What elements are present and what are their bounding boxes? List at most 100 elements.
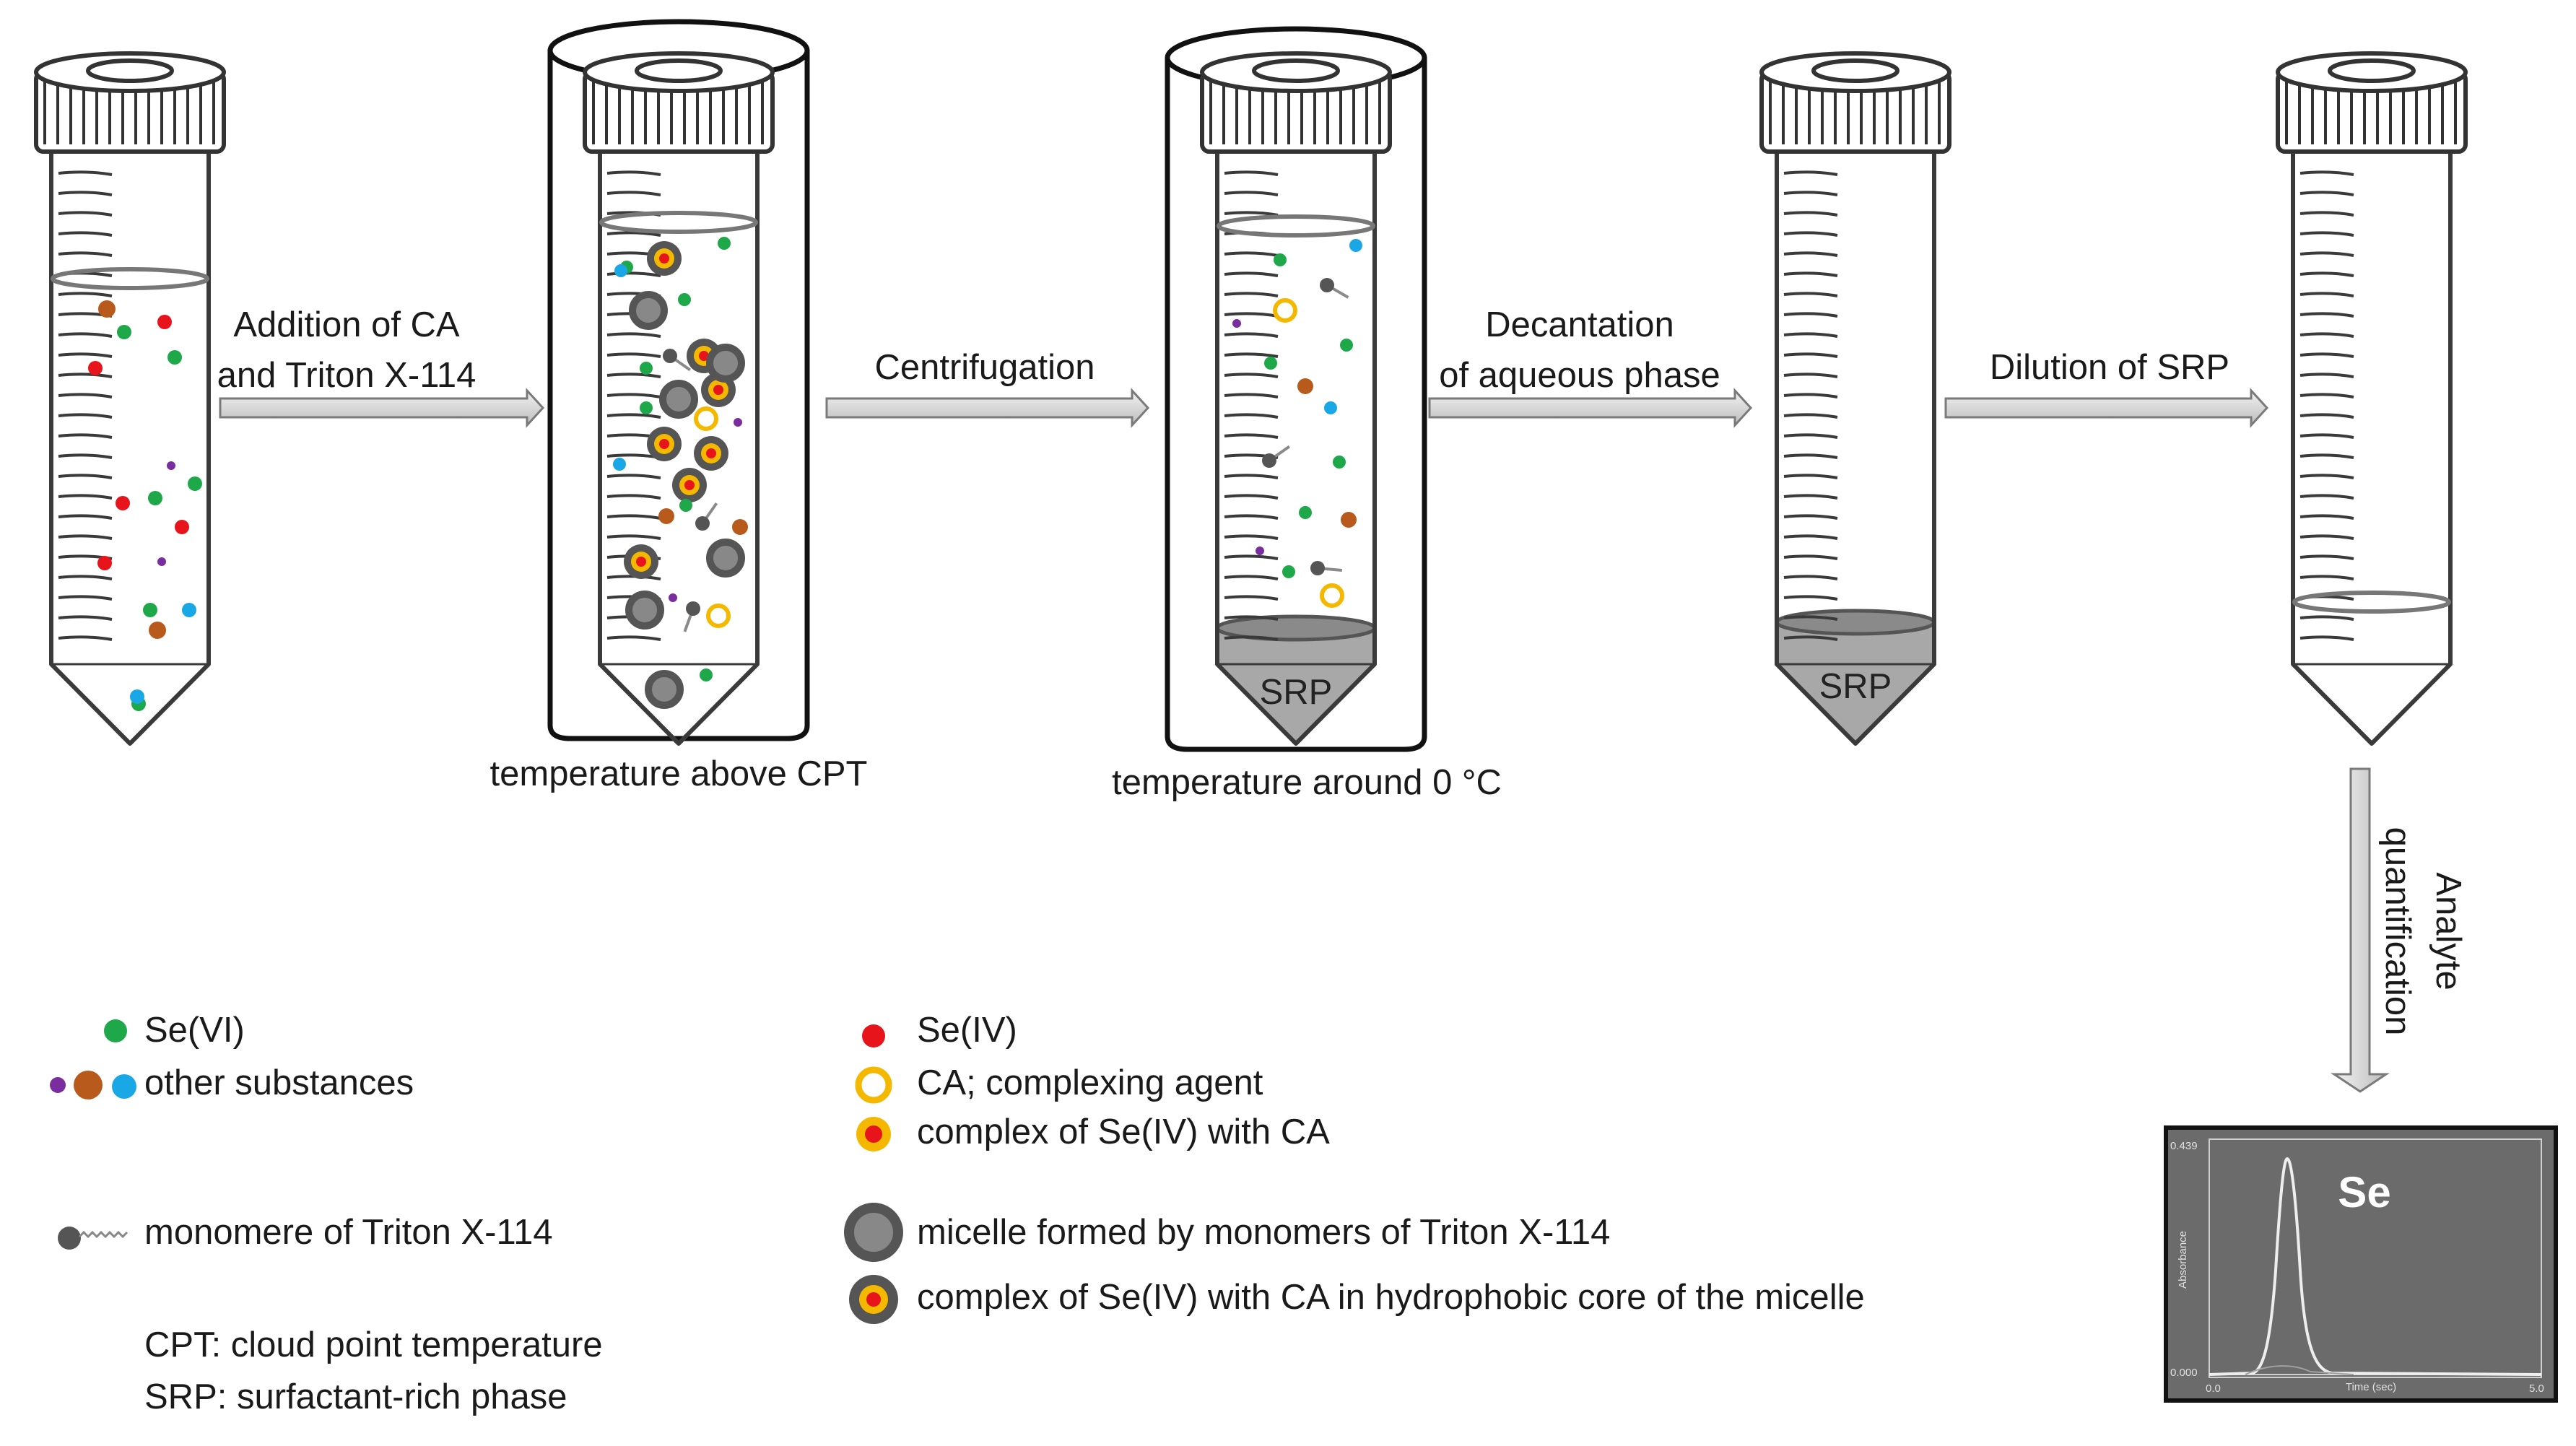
graduation-mark <box>58 191 113 196</box>
graduation-mark <box>1224 211 1279 217</box>
graduation-mark <box>1783 534 1838 540</box>
legend-other-purple-marker <box>50 1077 66 1093</box>
se-iv-particle <box>116 496 130 510</box>
legend-micelle-label: micelle formed by monomers of Triton X-1… <box>917 1213 1610 1252</box>
other-particle-orange <box>98 300 116 318</box>
chart-x-right-tick: 5.0 <box>2529 1382 2544 1395</box>
graduation-mark <box>2299 231 2354 237</box>
graduation-mark <box>58 575 113 580</box>
step-3-label-line2: of aqueous phase <box>1439 356 1720 395</box>
graduation-marks-3 <box>1224 170 1279 641</box>
graduation-mark <box>1783 615 1838 621</box>
graduation-mark <box>58 433 113 439</box>
tube-cap-1 <box>34 51 226 154</box>
tube-3 <box>1165 26 1427 752</box>
other-particle-purple <box>734 418 742 427</box>
se-vi-particle <box>679 499 692 512</box>
graduation-mark <box>1783 575 1838 580</box>
micelle-complex-core <box>699 351 709 361</box>
chart-x-axis-label: Time (sec) <box>2346 1381 2396 1393</box>
legend-se-iv-marker <box>862 1024 885 1048</box>
graduation-mark <box>2299 393 2354 398</box>
other-particle-orange <box>658 508 674 524</box>
legend-micelle-marker <box>844 1203 903 1262</box>
graduation-mark <box>2299 373 2354 378</box>
graduation-mark <box>58 474 113 479</box>
liquid-level-5 <box>2292 591 2451 614</box>
monomer-particle <box>1320 278 1334 292</box>
graduation-mark <box>2299 271 2354 277</box>
graduation-mark <box>58 514 113 520</box>
srp-label-tube-3: SRP <box>1260 673 1333 712</box>
graduation-mark <box>1783 251 1838 257</box>
other-particle-cyan <box>614 264 627 277</box>
legend: Se(VI) other substances monomere of Trit… <box>50 1011 1865 1416</box>
legend-monomer-marker <box>58 1227 129 1250</box>
se-vi-particle <box>678 293 691 306</box>
step-1-label-line1: Addition of CA <box>233 305 460 344</box>
arrow-step-1 <box>219 388 545 428</box>
legend-micelle-complex-marker <box>849 1275 898 1324</box>
graduation-mark <box>1783 494 1838 500</box>
srp-phase-3 <box>1217 628 1375 744</box>
graduation-mark <box>1224 271 1279 277</box>
se-vi-particle <box>640 362 653 375</box>
micelle-complex-core <box>713 385 723 395</box>
graduation-mark <box>2299 191 2354 196</box>
monomer-particle <box>663 349 677 363</box>
tube-4 <box>1759 51 1951 746</box>
quantification-label-line2: quantification <box>2378 827 2417 1036</box>
other-particle-orange <box>149 622 166 639</box>
graduation-mark <box>2299 292 2354 297</box>
graduation-mark <box>606 514 661 520</box>
monomer-particle <box>695 516 710 531</box>
tube-3-condition: temperature around 0 °C <box>1112 763 1502 802</box>
graduation-mark <box>1783 332 1838 338</box>
micelle-complex-core <box>659 439 669 449</box>
thermostat-bath-2 <box>547 51 810 741</box>
graduation-mark <box>1224 595 1279 601</box>
thermostat-bath-3 <box>1165 58 1427 752</box>
graduation-mark <box>58 393 113 398</box>
graduation-mark <box>2299 312 2354 318</box>
other-particle-cyan <box>130 689 144 704</box>
quantification-label-line1: Analyte <box>2429 872 2468 990</box>
graduation-mark <box>1224 332 1279 338</box>
graduation-mark <box>2299 170 2354 176</box>
micelle-particle <box>706 344 745 383</box>
se-vi-particle <box>1274 253 1287 266</box>
graduation-mark <box>2299 474 2354 479</box>
graduation-mark <box>2299 413 2354 419</box>
se-vi-particle <box>700 668 713 681</box>
legend-se-iv-label: Se(IV) <box>917 1011 1017 1050</box>
graduation-mark <box>58 292 113 297</box>
tube-2-condition: temperature above CPT <box>490 754 868 793</box>
tube-body-5 <box>2291 152 2453 746</box>
graduation-mark <box>1224 514 1279 520</box>
chart-y-axis-label: Absorbance <box>2177 1231 2189 1289</box>
tube-body-4 <box>1775 152 1936 746</box>
graduation-mark <box>2299 352 2354 358</box>
graduation-mark <box>606 534 661 540</box>
se-iv-particle <box>157 315 172 329</box>
graduation-mark <box>1783 453 1838 459</box>
se-vi-particle <box>1264 357 1277 370</box>
graduation-mark <box>1783 211 1838 217</box>
other-particle-orange <box>732 519 748 535</box>
other-particle-purple <box>1256 546 1264 555</box>
se-iv-particle <box>97 556 112 570</box>
ca-particle <box>706 604 731 628</box>
graduation-mark <box>1224 554 1279 560</box>
graduation-mark <box>1224 170 1279 176</box>
legend-monomer-label: monomere of Triton X-114 <box>144 1213 553 1252</box>
graduation-mark <box>58 352 113 358</box>
liquid-level-1 <box>51 267 209 290</box>
other-particle-orange <box>1297 378 1313 394</box>
micelle-complex-core <box>659 253 669 263</box>
graduation-mark <box>2299 494 2354 500</box>
ca-particle <box>1273 298 1297 323</box>
other-particle-purple <box>167 461 175 470</box>
graduation-mark <box>1783 352 1838 358</box>
legend-se-vi-label: Se(VI) <box>144 1011 245 1050</box>
